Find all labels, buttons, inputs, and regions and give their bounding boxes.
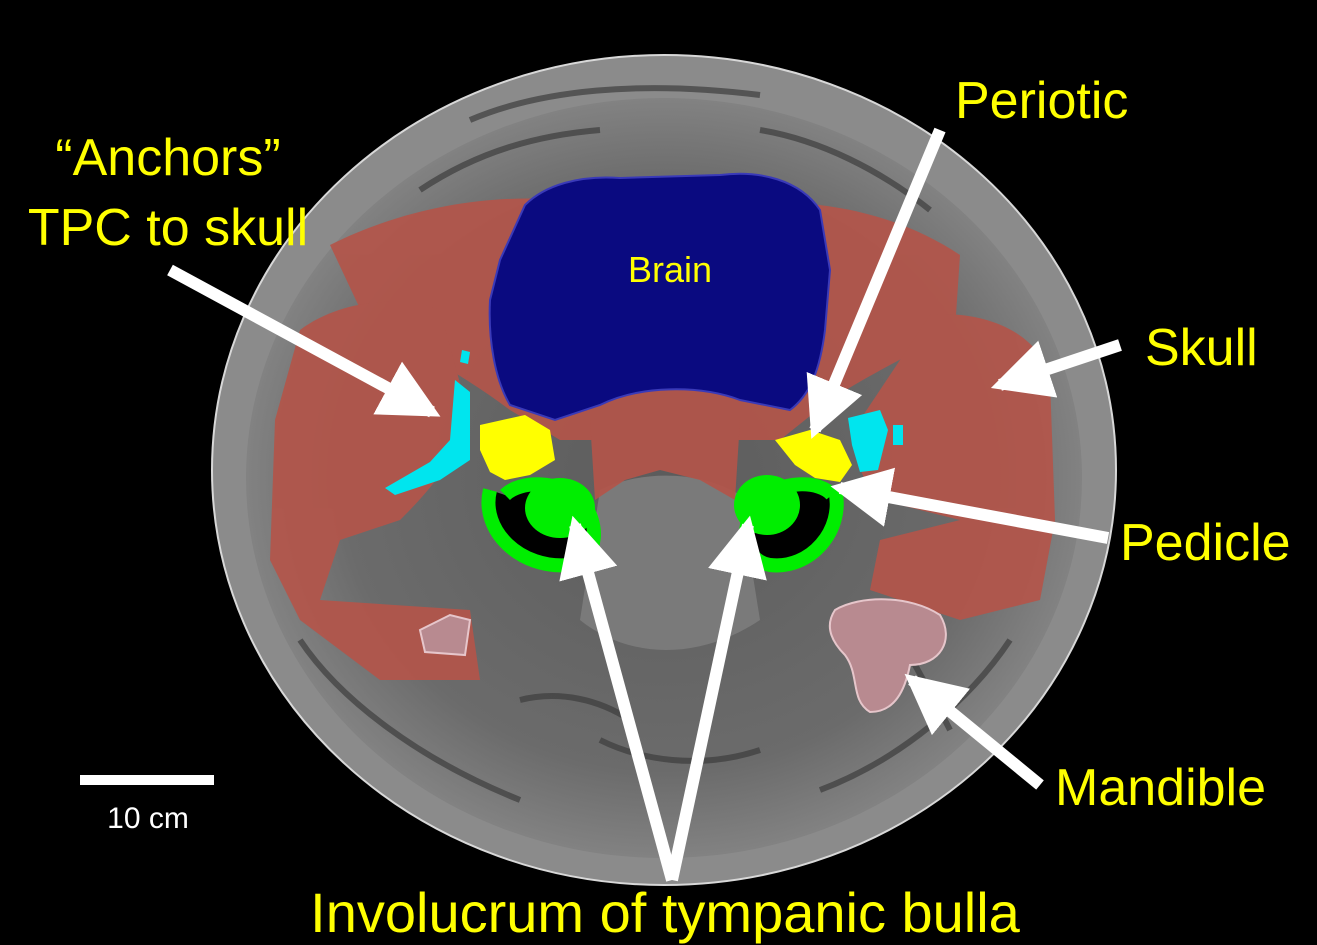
label-mandible: Mandible — [1055, 759, 1266, 817]
label-periotic: Periotic — [955, 72, 1128, 130]
label-pedicle: Pedicle — [1120, 514, 1291, 572]
label-anchors-line2: TPC to skull — [28, 199, 308, 257]
scale-bar — [80, 775, 214, 785]
label-anchors-line1: “Anchors” — [55, 129, 280, 187]
label-skull: Skull — [1145, 319, 1258, 377]
scale-bar-label: 10 cm — [107, 802, 189, 835]
label-involucrum: Involucrum of tympanic bulla — [310, 881, 1021, 944]
label-brain: Brain — [628, 249, 712, 290]
brain-region — [490, 174, 830, 420]
